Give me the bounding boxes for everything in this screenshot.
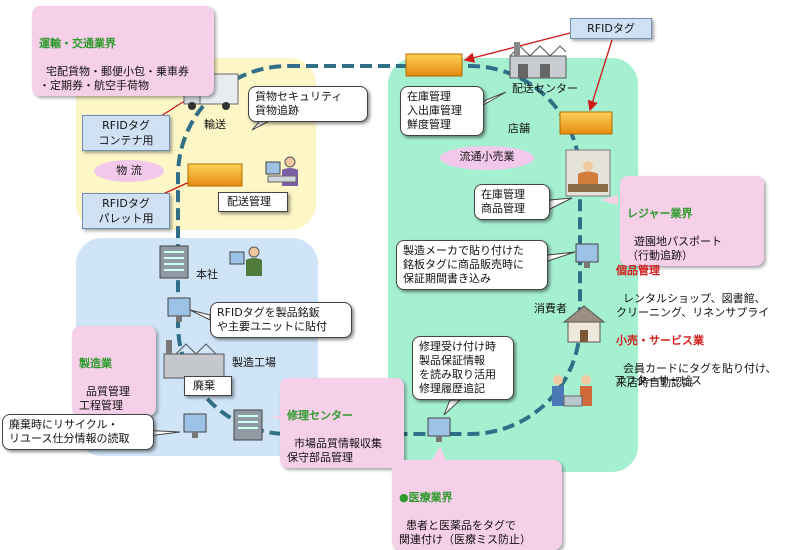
- leisure-industry-callout: レジャー業界 遊園地パスポート （行動追跡）: [620, 176, 764, 266]
- stock-product-callout: 在庫管理 商品管理: [474, 184, 550, 220]
- retail-oval: 流通小売業: [440, 146, 534, 170]
- inventory-callout: 在庫管理 入出庫管理 鮮度管理: [400, 86, 484, 136]
- transport-title: 運輸・交通業界: [39, 37, 116, 50]
- rental-block: 個品管理 レンタルショップ、図書館、 クリーニング、リネンサプライ: [616, 236, 769, 320]
- transport-body: 宅配貨物・郵便小包・乗車券 ・定期券・航空手荷物: [39, 65, 189, 92]
- headquarters-label: 本社: [196, 268, 218, 281]
- monitor-icon: [167, 243, 599, 442]
- store-label: 店舗: [508, 122, 530, 135]
- rfid-product-callout: RFIDタグを製品銘鈑 や主要ユニットに貼付: [210, 302, 352, 338]
- cargo-security-callout: 貨物セキュリティ 貨物追跡: [248, 86, 368, 122]
- rfid-tag-label: RFIDタグ: [570, 18, 652, 39]
- medical-industry-callout: ●医療業界 患者と医薬品をタグで 関連付け（医療ミス防止）: [392, 460, 562, 550]
- rfid-container-label: RFIDタグ コンテナ用: [82, 115, 170, 151]
- building-icon: [159, 245, 263, 441]
- rental-body: レンタルショップ、図書館、 クリーニング、リネンサプライ: [616, 292, 770, 319]
- repair-center-callout: 修理センター 市場品質情報収集 保守部品管理: [280, 378, 404, 468]
- consumer-label: 消費者: [534, 302, 567, 315]
- rental-title: 個品管理: [616, 264, 660, 277]
- medical-body: 患者と医薬品をタグで 関連付け（医療ミス防止）: [399, 519, 531, 546]
- delivery-management-box: 配送管理: [218, 192, 288, 212]
- shop-counter-icon: [565, 149, 611, 197]
- leisure-title: レジャー業界: [627, 207, 693, 220]
- service-title: 小売・サービス業: [616, 334, 704, 347]
- recycle-callout: 廃棄時にリサイクル・ リユース仕分情報の読取: [2, 414, 154, 450]
- manufacturing-body: 品質管理 工程管理: [79, 385, 130, 412]
- leisure-body: 遊園地パスポート （行動追跡）: [627, 235, 722, 262]
- service-block: 小売・サービス業 会員カードにタグを貼り付け、 来店時自動認識: [616, 306, 776, 390]
- distribution-center-label: 配送センター: [512, 82, 578, 95]
- transport-label: 輸送: [204, 118, 226, 131]
- manufacturing-industry-callout: 製造業 品質管理 工程管理: [72, 326, 156, 416]
- logistics-oval: 物 流: [94, 160, 164, 182]
- computer-user-icon: [265, 156, 298, 186]
- medical-title: ●医療業界: [399, 491, 453, 504]
- family-icon: [552, 375, 592, 407]
- maker-tag-callout: 製造メーカで貼り付けた 銘板タグに商品販売時に 保証期間書き込み: [396, 240, 548, 290]
- factory-icon: [163, 340, 225, 379]
- disposal-box: 廃棄: [184, 376, 232, 396]
- repair-center-body: 市場品質情報収集 保守部品管理: [287, 437, 382, 464]
- repair-center-title: 修理センター: [287, 409, 353, 422]
- service-body: 会員カードにタグを貼り付け、 来店時自動認識: [616, 362, 777, 389]
- hq-user-icon: [229, 246, 262, 276]
- warehouse-icon: [509, 42, 567, 79]
- transport-industry-callout: 運輸・交通業界 宅配貨物・郵便小包・乗車券 ・定期券・航空手荷物: [32, 6, 214, 96]
- manufacturing-title: 製造業: [79, 357, 112, 370]
- repair-callout: 修理受け付け時 製品保証情報 を読み取り活用 修理履歴追記: [412, 336, 514, 400]
- factory-label: 製造工場: [232, 356, 276, 369]
- house-icon: [562, 305, 606, 343]
- cargo-box-icon: [187, 53, 613, 187]
- rfid-pallet-label: RFIDタグ パレット用: [82, 193, 170, 229]
- after-service-label: アフターサービス: [614, 374, 702, 387]
- arrow-to-store-box: [587, 39, 613, 112]
